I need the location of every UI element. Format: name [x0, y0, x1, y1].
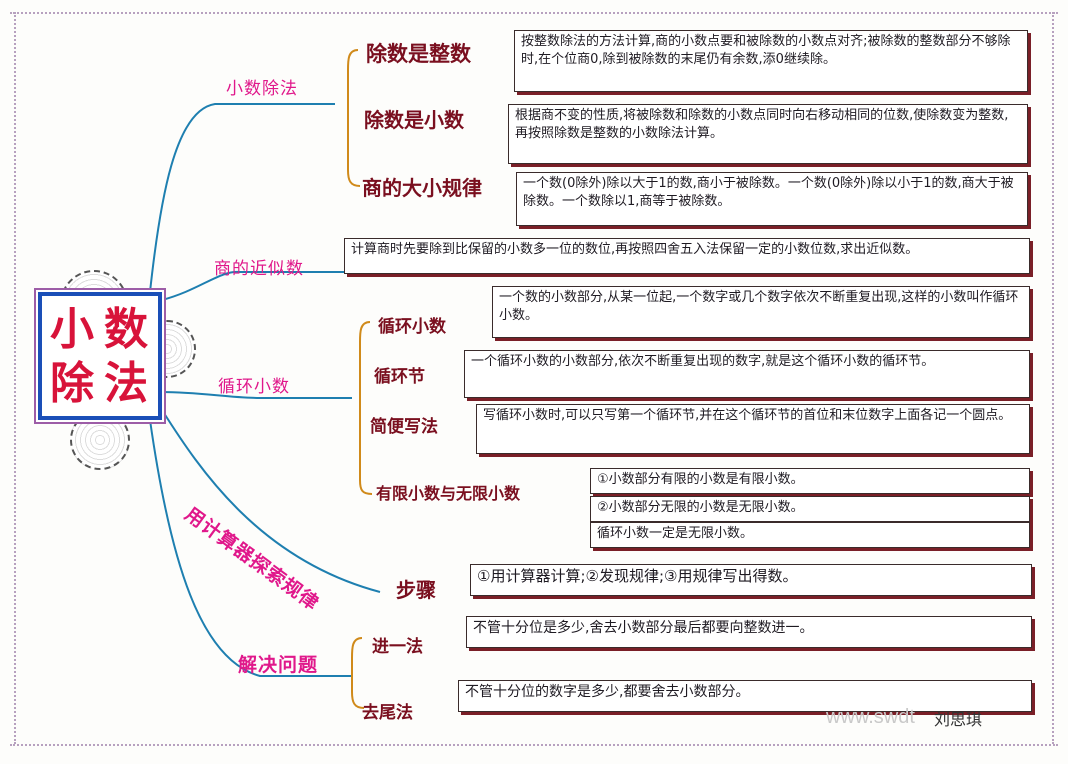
branch-line-calculator: [161, 409, 381, 593]
center-char-3: 除: [50, 358, 94, 409]
border-top: [10, 12, 1058, 14]
branch-approx-quotient: 商的近似数: [214, 259, 304, 279]
sub-truncate: 去尾法: [362, 703, 413, 723]
sub-recurring-decimal: 循环小数: [378, 317, 446, 337]
branch-problem-solving: 解决问题: [238, 654, 319, 676]
note-quotient-rule: 一个数(0除外)除以大于1的数,商小于被除数。一个数(0除外)除以小于1的数,商…: [516, 172, 1028, 226]
bracket-recurring: [359, 321, 373, 495]
sub-shorthand: 简便写法: [370, 417, 438, 437]
note-infinite-decimal: ②小数部分无限的小数是无限小数。: [590, 496, 1030, 522]
sub-steps: 步骤: [396, 578, 436, 602]
branch-line-division: [149, 103, 335, 293]
sub-finite-infinite: 有限小数与无限小数: [376, 484, 521, 503]
branch-line-problems: [149, 419, 352, 677]
note-divisor-integer: 按整数除法的方法计算,商的小数点要和被除数的小数点对齐;被除数的整数部分不够除时…: [514, 30, 1028, 92]
sub-divisor-integer: 除数是整数: [366, 42, 471, 66]
sub-divisor-decimal: 除数是小数: [364, 108, 464, 132]
note-shorthand: 写循环小数时,可以只写第一个循环节,并在这个循环节的首位和末位数字上面各记一个圆…: [476, 404, 1030, 454]
border-right: [1052, 12, 1054, 744]
branch-line-approx: [161, 270, 345, 301]
author-signature: 刘思琪: [934, 710, 983, 729]
branch-decimal-division: 小数除法: [226, 79, 298, 99]
bracket-division: [347, 49, 361, 187]
note-steps: ①用计算器计算;②发现规律;③用规律写出得数。: [470, 564, 1032, 596]
note-recurring-decimal: 一个数的小数部分,从某一位起,一个数字或几个数字依次不断重复出现,这样的小数叫作…: [492, 286, 1030, 338]
note-round-up: 不管十分位是多少,舍去小数部分最后都要向整数进一。: [466, 616, 1032, 648]
note-divisor-decimal: 根据商不变的性质,将被除数和除数的小数点同时向右移动相同的位数,使除数变为整数,…: [508, 104, 1028, 164]
sub-quotient-rule: 商的大小规律: [362, 176, 482, 200]
center-char-1: 小: [50, 304, 94, 355]
note-repetend: 一个循环小数的小数部分,依次不断重复出现的数字,就是这个循环小数的循环节。: [464, 350, 1030, 398]
branch-line-recurring: [161, 391, 352, 399]
border-left: [14, 12, 16, 744]
branch-recurring-decimal: 循环小数: [218, 377, 290, 397]
sub-round-up: 进一法: [372, 637, 423, 657]
sub-repetend: 循环节: [374, 367, 425, 387]
border-bottom: [10, 744, 1058, 746]
center-char-4: 法: [104, 358, 148, 409]
bracket-problems: [351, 637, 365, 709]
central-topic: 小 数 除 法: [38, 292, 162, 420]
center-char-2: 数: [104, 304, 148, 355]
note-recurring-infinite: 循环小数一定是无限小数。: [590, 522, 1030, 548]
note-approx-quotient: 计算商时先要除到比保留的小数多一位的数位,再按照四舍五入法保留一定的小数位数,求…: [344, 238, 1030, 274]
lace-ornament-bottom: [70, 410, 130, 470]
watermark: www.swdt: [826, 706, 915, 728]
note-finite-decimal: ①小数部分有限的小数是有限小数。: [590, 468, 1030, 494]
note-truncate: 不管十分位的数字是多少,都要舍去小数部分。: [458, 680, 1032, 712]
